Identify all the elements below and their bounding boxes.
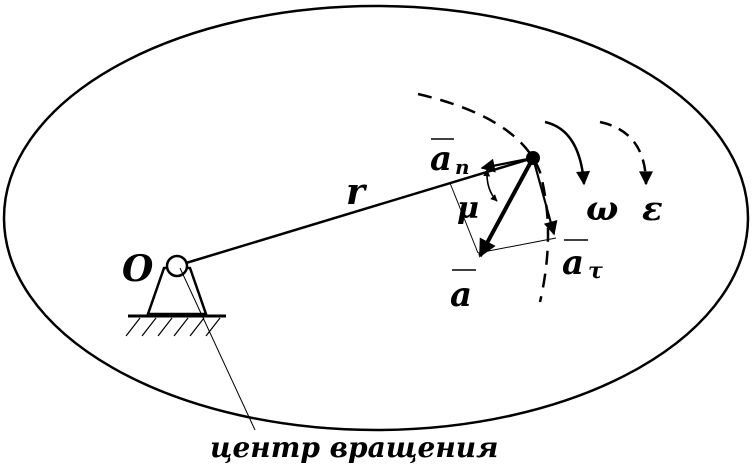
omega-label: ω <box>586 189 618 229</box>
normal-accel-label: a <box>430 139 452 179</box>
normal-accel-subscript: n <box>455 155 470 179</box>
trajectory-arc <box>417 92 550 303</box>
normal-acceleration-vector <box>480 156 534 173</box>
center-label: O <box>122 248 154 290</box>
epsilon-label: ε <box>642 189 663 229</box>
angle-mu-arc <box>483 169 498 202</box>
epsilon-rotation-arrow <box>599 120 653 186</box>
total-acceleration-vector <box>478 157 535 258</box>
tangent-accel-subscript: τ <box>588 258 603 284</box>
ground-hatch <box>125 317 221 337</box>
tangent-accel-label: a <box>562 243 584 283</box>
pivot-circle <box>165 254 189 278</box>
radius-label: r <box>346 171 368 213</box>
hinge-support <box>125 254 226 337</box>
angle-label: μ <box>457 191 479 226</box>
body-ellipse <box>2 4 750 432</box>
rotation-center-caption: центр вращения <box>210 431 498 464</box>
total-accel-label: a <box>450 275 472 315</box>
moving-point <box>526 151 540 165</box>
omega-rotation-arrow <box>544 120 591 186</box>
tangent-acceleration-vector <box>531 157 558 236</box>
caption-leader <box>179 267 256 431</box>
